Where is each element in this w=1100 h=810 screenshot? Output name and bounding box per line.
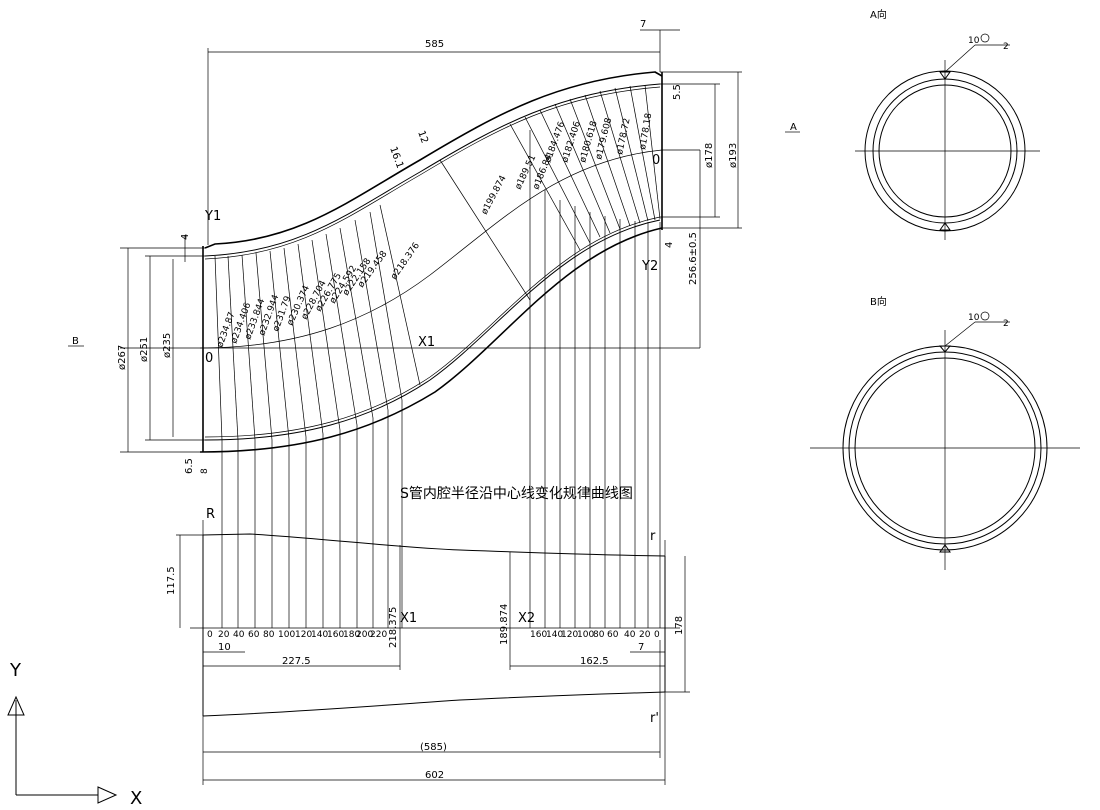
dim-left-d3: ø235 xyxy=(162,333,173,358)
svg-text:20: 20 xyxy=(218,630,230,640)
b-weld-count: 2 xyxy=(1003,319,1009,329)
a-weld-size: 10 xyxy=(968,36,980,46)
svg-text:ø218.376: ø218.376 xyxy=(389,241,422,282)
pipe-centerline xyxy=(120,149,700,349)
right-diameter-labels: ø189.51 ø186.84 ø184.476 ø182.406 ø180.6… xyxy=(514,112,655,191)
svg-text:0: 0 xyxy=(207,630,213,640)
point-y2: Y2 xyxy=(641,259,658,274)
dim-left-d1: ø267 xyxy=(117,345,128,370)
svg-text:80: 80 xyxy=(263,630,275,640)
origin-right: 0 xyxy=(652,153,660,168)
svg-text:120: 120 xyxy=(561,630,578,640)
right-section-lines xyxy=(439,84,661,301)
svg-text:100: 100 xyxy=(278,630,295,640)
pipe-upper-inner2 xyxy=(204,86,661,260)
dim-mid-left: 218.375 xyxy=(388,607,399,648)
a-view-title: A向 xyxy=(870,8,887,21)
point-x2-low: X2 xyxy=(518,611,535,626)
dim-right-step: 5.5 xyxy=(672,84,683,100)
svg-text:80: 80 xyxy=(593,630,605,640)
svg-text:200: 200 xyxy=(356,630,373,640)
left-diameter-labels: ø234.87 ø234.406 ø233.844 ø232.944 ø231.… xyxy=(215,249,389,349)
dim-bottom-small: 8 xyxy=(200,468,210,474)
dim-wall-b: 12 xyxy=(415,129,430,145)
a-weld-count: 2 xyxy=(1003,42,1009,52)
dim-right-d2: ø193 xyxy=(728,143,739,168)
pipe-lower-outer xyxy=(199,227,663,453)
chart-upper-curve xyxy=(202,533,666,557)
right-ticks: 160 140 120 100 80 60 40 20 0 xyxy=(530,630,660,640)
left-section-lines xyxy=(214,204,421,441)
dim-7: 7 xyxy=(638,642,644,653)
pipe-upper-outer xyxy=(204,71,663,249)
svg-text:120: 120 xyxy=(295,630,312,640)
svg-text:60: 60 xyxy=(248,630,260,640)
dim-585-low: (585) xyxy=(420,742,447,753)
dim-mid-right: 189.874 xyxy=(499,604,510,645)
dim-602: 602 xyxy=(425,770,444,781)
svg-text:40: 40 xyxy=(233,630,245,640)
point-y1: Y1 xyxy=(204,209,221,224)
svg-text:20: 20 xyxy=(639,630,651,640)
svg-text:60: 60 xyxy=(607,630,619,640)
chart-lower-curve xyxy=(202,691,666,717)
b-weld-size: 10 xyxy=(968,313,980,323)
dim-left-step: 4 xyxy=(180,234,191,240)
dim-10: 10 xyxy=(218,642,231,653)
a-view: A向 10 2 xyxy=(855,8,1040,240)
dim-left-half: 117.5 xyxy=(166,566,177,595)
svg-text:180: 180 xyxy=(343,630,360,640)
ucs-icon: Y X xyxy=(7,660,142,809)
dim-162: 162.5 xyxy=(580,656,609,667)
s-pipe-view: 585 7 5.5 4 4 6.5 8 ø267 ø251 ø235 ø178 … xyxy=(68,19,800,628)
axis-y-label: Y xyxy=(9,660,22,681)
svg-text:0: 0 xyxy=(654,630,660,640)
svg-text:220: 220 xyxy=(370,630,387,640)
dim-wall-a: 16.1 xyxy=(387,145,405,170)
radius-chart: 0 20 40 60 80 100 120 140 160 180 200 22… xyxy=(166,507,690,785)
projection-lines xyxy=(221,130,661,628)
label-r-left: R xyxy=(206,507,215,522)
b-view: B向 10 2 xyxy=(810,295,1080,570)
dim-right-d1: ø178 xyxy=(704,143,715,168)
svg-text:140: 140 xyxy=(546,630,563,640)
svg-text:ø199.874: ø199.874 xyxy=(480,174,509,217)
point-x1-top: X1 xyxy=(418,335,435,350)
dim-right-full: 178 xyxy=(674,616,685,635)
point-x1-low: X1 xyxy=(400,611,417,626)
dim-bottom-step: 6.5 xyxy=(184,458,195,474)
dim-offset: 256.6±0.5 xyxy=(688,232,699,285)
pipe-upper-inner xyxy=(204,83,661,257)
dim-end-offset: 7 xyxy=(640,19,646,30)
pipe-lower-inner2 xyxy=(204,216,661,438)
axis-x-label: X xyxy=(130,788,142,809)
origin-left: 0 xyxy=(205,351,213,366)
dim-overall-length: 585 xyxy=(425,39,444,50)
svg-text:100: 100 xyxy=(577,630,594,640)
label-r-right: r xyxy=(650,529,656,544)
b-marker: B xyxy=(72,336,79,347)
pipe-lower-inner xyxy=(204,219,661,441)
svg-text:40: 40 xyxy=(624,630,636,640)
caption: S管内腔半径沿中心线变化规律曲线图 xyxy=(400,486,633,502)
a-marker: A xyxy=(790,122,797,133)
mid-diameter-labels: ø218.376 ø199.874 xyxy=(389,174,509,282)
svg-text:140: 140 xyxy=(311,630,328,640)
dim-right-lower-step: 4 xyxy=(664,242,675,248)
dim-227: 227.5 xyxy=(282,656,311,667)
svg-text:160: 160 xyxy=(327,630,344,640)
dim-left-d2: ø251 xyxy=(139,337,150,362)
b-view-title: B向 xyxy=(870,295,887,308)
left-ticks: 0 20 40 60 80 100 120 140 160 180 200 22… xyxy=(207,630,387,640)
svg-text:160: 160 xyxy=(530,630,547,640)
label-r-right-low: r' xyxy=(650,711,659,726)
